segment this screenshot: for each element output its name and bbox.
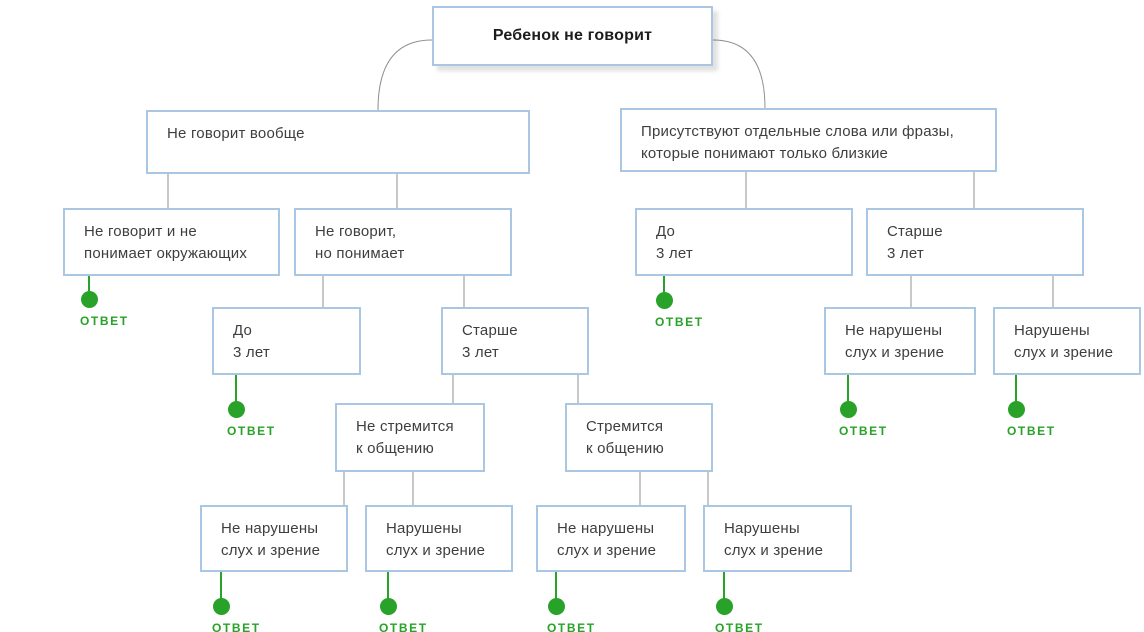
node-label: Не стремится к общению [356, 418, 454, 457]
node-label: Старше 3 лет [462, 322, 518, 361]
node-hearing-vision-impaired-bottom2: Нарушены слух и зрение [703, 505, 852, 572]
answer-link[interactable]: ОТВЕТ [715, 621, 764, 632]
answer-dot [840, 401, 857, 418]
node-label: Нарушены слух и зрение [386, 520, 486, 559]
node-label: Не говорит и не понимает окружающих [84, 223, 248, 262]
answer-link[interactable]: ОТВЕТ [212, 621, 261, 632]
node-label: Не нарушены слух и зрение [221, 520, 321, 559]
answer-link[interactable]: ОТВЕТ [227, 424, 276, 438]
node-hearing-vision-ok-bottom2: Не нарушены слух и зрение [536, 505, 686, 572]
answer-link[interactable]: ОТВЕТ [379, 621, 428, 632]
node-label: Присутствуют отдельные слова или фразы, … [641, 123, 955, 162]
node-separate-words: Присутствуют отдельные слова или фразы, … [620, 108, 997, 172]
node-label: Нарушены слух и зрение [724, 520, 824, 559]
node-no-speech-no-understanding: Не говорит и не понимает окружающих [63, 208, 280, 276]
answer-dot [213, 598, 230, 615]
node-label: Не нарушены слух и зрение [845, 322, 945, 361]
node-over-3-right: Старше 3 лет [866, 208, 1084, 276]
node-hearing-vision-ok-bottom1: Не нарушены слух и зрение [200, 505, 348, 572]
node-not-seeking-communication: Не стремится к общению [335, 403, 485, 472]
answer-dot [1008, 401, 1025, 418]
answer-dot [548, 598, 565, 615]
node-no-speech-but-understands: Не говорит, но понимает [294, 208, 512, 276]
node-under-3-right: До 3 лет [635, 208, 853, 276]
answer-dot [380, 598, 397, 615]
node-label: Не говорит вообще [167, 125, 305, 142]
node-no-speech-at-all: Не говорит вообще [146, 110, 530, 174]
answer-dot [656, 292, 673, 309]
node-seeking-communication: Стремится к общению [565, 403, 713, 472]
answer-link[interactable]: ОТВЕТ [80, 314, 129, 328]
node-hearing-vision-ok-right: Не нарушены слух и зрение [824, 307, 976, 375]
node-label: Старше 3 лет [887, 223, 943, 262]
node-label: Не говорит, но понимает [315, 223, 405, 262]
node-label: Ребенок не говорит [492, 27, 653, 44]
node-label: До 3 лет [656, 223, 693, 262]
node-label: До 3 лет [233, 322, 270, 361]
node-over-3-left: Старше 3 лет [441, 307, 589, 375]
answer-dot [716, 598, 733, 615]
answer-dot [228, 401, 245, 418]
answer-link[interactable]: ОТВЕТ [839, 424, 888, 438]
node-root: Ребенок не говорит [432, 6, 713, 66]
connector-curve-left [377, 39, 433, 111]
answer-link[interactable]: ОТВЕТ [1007, 424, 1056, 438]
node-hearing-vision-impaired-bottom1: Нарушены слух и зрение [365, 505, 513, 572]
node-label: Стремится к общению [586, 418, 664, 457]
answer-dot [81, 291, 98, 308]
connector-curve-right [712, 39, 766, 109]
node-hearing-vision-impaired-right: Нарушены слух и зрение [993, 307, 1141, 375]
answer-link[interactable]: ОТВЕТ [547, 621, 596, 632]
node-label: Не нарушены слух и зрение [557, 520, 657, 559]
node-label: Нарушены слух и зрение [1014, 322, 1114, 361]
node-under-3-left: До 3 лет [212, 307, 361, 375]
answer-link[interactable]: ОТВЕТ [655, 315, 704, 329]
